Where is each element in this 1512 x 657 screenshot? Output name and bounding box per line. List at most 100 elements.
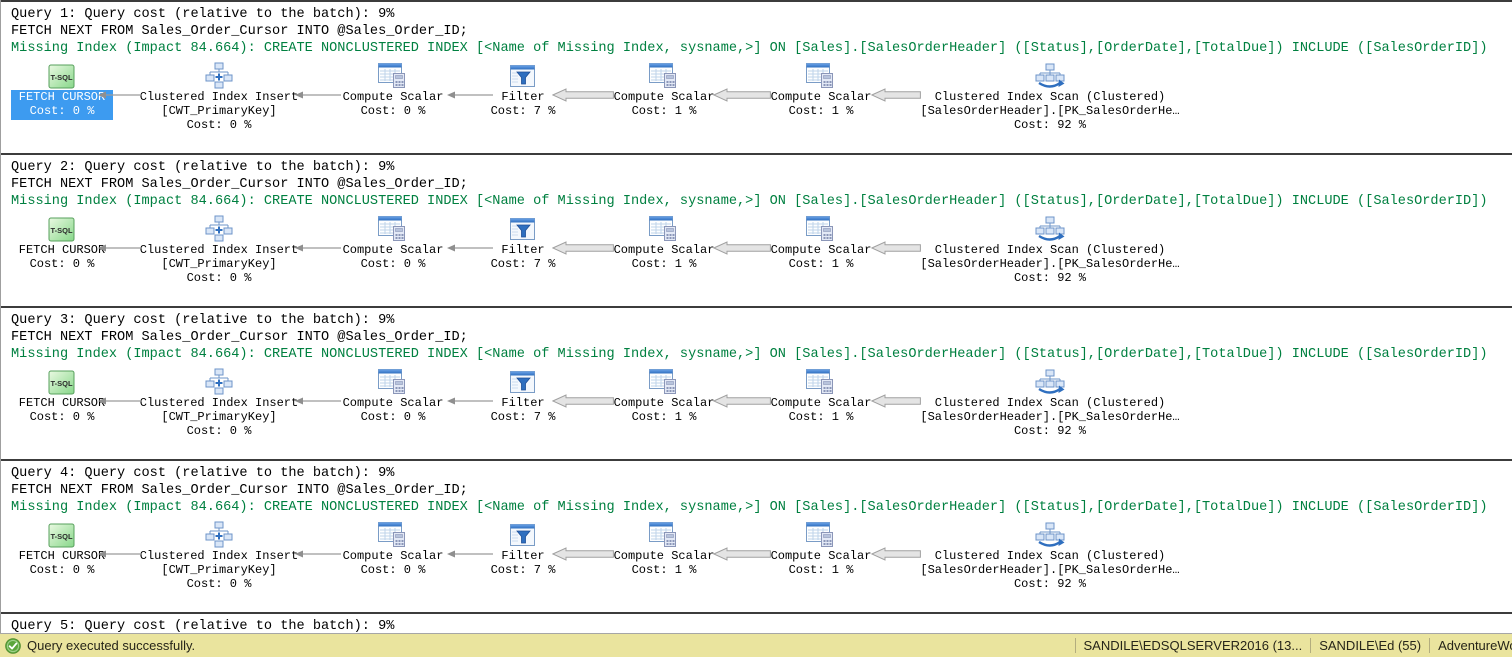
plan-node-clustered-index-scan[interactable]: Clustered Index Scan (Clustered)[SalesOr… [900,518,1200,592]
query-header: Query 5: Query cost (relative to the bat… [1,614,1512,633]
query-header: Query 3: Query cost (relative to the bat… [1,308,1512,363]
plan-node-line: [SalesOrderHeader].[PK_SalesOrderHe… [920,409,1180,424]
missing-index-hint[interactable]: Missing Index (Impact 84.664): CREATE NO… [11,194,1488,209]
plan-arrow [713,394,771,408]
query-header: Query 2: Query cost (relative to the bat… [1,155,1512,210]
plan-node-line: Cost: 92 % [1013,423,1086,438]
plan-node-line: FETCH CURSOR [18,549,106,563]
plan-node-line: Cost: 1 % [788,103,854,118]
plan-node-line: Compute Scalar [770,549,872,563]
missing-index-hint[interactable]: Missing Index (Impact 84.664): CREATE NO… [11,500,1488,515]
plan-node-line: Cost: 0 % [29,562,95,577]
plan-node-line: Clustered Index Insert [139,396,299,410]
plan-node-line: [CWT_PrimaryKey] [161,409,277,424]
plan-arrow [871,241,921,255]
plan-arrow [447,397,493,405]
plan-node-label: Clustered Index Insert[CWT_PrimaryKey]Co… [132,396,306,439]
plan-node-line: Cost: 7 % [490,256,556,271]
compute-scalar-icon [806,368,836,396]
query-section: Query 3: Query cost (relative to the bat… [1,306,1512,459]
plan-node-label: Clustered Index Insert[CWT_PrimaryKey]Co… [132,549,306,592]
plan-node-line: Cost: 7 % [490,103,556,118]
compute-scalar-icon [806,215,836,243]
query-header: Query 1: Query cost (relative to the bat… [1,2,1512,57]
plan-node-line: Cost: 7 % [490,409,556,424]
index-scan-icon [1035,368,1065,396]
plan-node-line: [SalesOrderHeader].[PK_SalesOrderHe… [920,562,1180,577]
plan-node-line: Cost: 92 % [1013,576,1086,591]
plan-node-clustered-index-insert[interactable]: Clustered Index Insert[CWT_PrimaryKey]Co… [69,59,369,133]
plan-node-line: Cost: 0 % [29,256,95,271]
plan-node-clustered-index-insert[interactable]: Clustered Index Insert[CWT_PrimaryKey]Co… [69,212,369,286]
plan-node-clustered-index-scan[interactable]: Clustered Index Scan (Clustered)[SalesOr… [900,365,1200,439]
plan-node-label: Clustered Index Scan (Clustered)[SalesOr… [912,396,1187,439]
plan-node-line: FETCH CURSOR [18,90,106,104]
plan-node-line: Compute Scalar [342,90,444,104]
plan-node-clustered-index-insert[interactable]: Clustered Index Insert[CWT_PrimaryKey]Co… [69,365,369,439]
plan-arrow [552,88,614,102]
plan-node-line: Compute Scalar [770,90,872,104]
plan-node-line: FETCH CURSOR [18,243,106,257]
query-title: Query 2: Query cost (relative to the bat… [11,160,395,175]
plan-node-line: [CWT_PrimaryKey] [161,256,277,271]
plan-node-line: Compute Scalar [770,243,872,257]
plan-arrow [552,241,614,255]
plan-node-clustered-index-insert[interactable]: Clustered Index Insert[CWT_PrimaryKey]Co… [69,518,369,592]
query-statement: FETCH NEXT FROM Sales_Order_Cursor INTO … [11,330,468,345]
missing-index-hint[interactable]: Missing Index (Impact 84.664): CREATE NO… [11,41,1488,56]
plan-node-line: Cost: 0 % [29,409,95,424]
query-title: Query 5: Query cost (relative to the bat… [11,619,395,633]
plan-node-line: Compute Scalar [342,549,444,563]
plan-arrow [552,394,614,408]
plan-arrow [447,91,493,99]
missing-index-hint[interactable]: Missing Index (Impact 84.664): CREATE NO… [11,347,1488,362]
query-section: Query 1: Query cost (relative to the bat… [1,0,1512,153]
status-right: SANDILE\EDSQLSERVER2016 (13... SANDILE\E… [1074,634,1512,657]
plan-node-line: Compute Scalar [613,549,715,563]
plan-node-line: Cost: 0 % [186,117,252,132]
plan-node-clustered-index-scan[interactable]: Clustered Index Scan (Clustered)[SalesOr… [900,212,1200,286]
plan-node-line: Filter [501,90,545,104]
status-separator [1429,638,1431,653]
plan-node-line: Cost: 1 % [631,103,697,118]
plan-node-clustered-index-scan[interactable]: Clustered Index Scan (Clustered)[SalesOr… [900,59,1200,133]
plan-node-line: Cost: 7 % [490,562,556,577]
plan-node-line: Filter [501,549,545,563]
plan-node-label: Clustered Index Insert[CWT_PrimaryKey]Co… [132,243,306,286]
plan-node-line: Cost: 1 % [788,562,854,577]
plan-arrow [713,88,771,102]
query-statement: FETCH NEXT FROM Sales_Order_Cursor INTO … [11,177,468,192]
index-insert-icon [205,62,233,90]
